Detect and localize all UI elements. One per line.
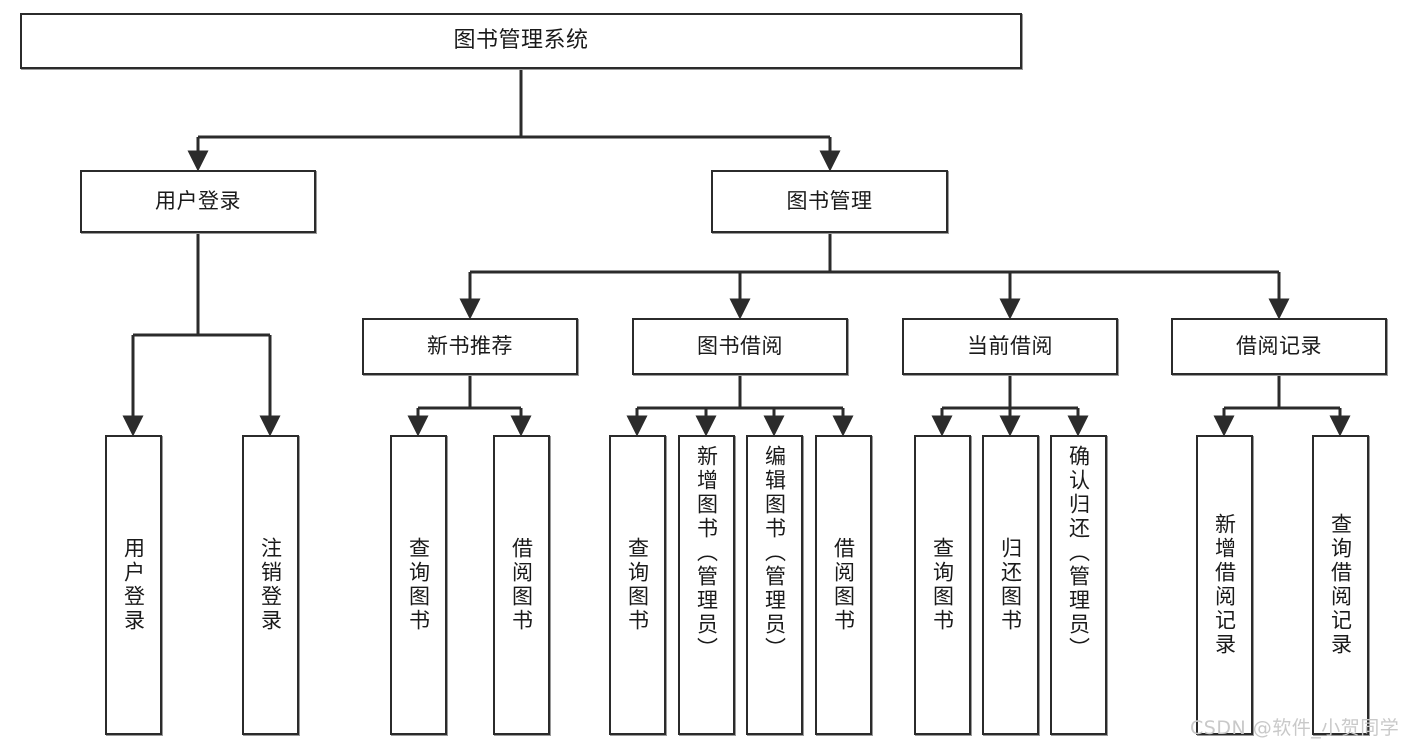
node-label: 借阅图书 xyxy=(509,537,534,633)
leaf-record-add-borrow-record[interactable]: 新增借阅记录 xyxy=(1196,435,1253,735)
leaf-current-return-book[interactable]: 归还图书 xyxy=(982,435,1039,735)
leaf-current-query-book[interactable]: 查询图书 xyxy=(914,435,971,735)
leaf-borrow-add-book-admin[interactable]: 新增图书（管理员） xyxy=(678,435,735,735)
node-label: 查询图书 xyxy=(930,537,955,633)
node-label: 图书管理系统 xyxy=(453,28,589,54)
node-label: 借阅记录 xyxy=(1236,334,1322,359)
leaf-recommend-query-book[interactable]: 查询图书 xyxy=(390,435,447,735)
node-label: 新增图书（管理员） xyxy=(694,445,719,661)
leaf-current-confirm-return-admin[interactable]: 确认归还（管理员） xyxy=(1050,435,1107,735)
node-label: 查询图书 xyxy=(625,537,650,633)
node-label: 确认归还（管理员） xyxy=(1066,445,1091,661)
node-label: 归还图书 xyxy=(998,537,1023,633)
node-book-borrow[interactable]: 图书借阅 xyxy=(632,318,848,375)
node-label: 注销登录 xyxy=(258,537,283,633)
leaf-borrow-edit-book-admin[interactable]: 编辑图书（管理员） xyxy=(746,435,803,735)
csdn-watermark: CSDN @软件_小贺同学 xyxy=(1190,717,1400,739)
leaf-recommend-borrow-book[interactable]: 借阅图书 xyxy=(493,435,550,735)
leaf-user-login[interactable]: 用户登录 xyxy=(105,435,162,735)
node-label: 图书管理 xyxy=(786,189,873,214)
node-current-borrow[interactable]: 当前借阅 xyxy=(902,318,1118,375)
leaf-record-query-borrow-record[interactable]: 查询借阅记录 xyxy=(1312,435,1369,735)
node-label: 当前借阅 xyxy=(967,334,1053,359)
leaf-borrow-query-book[interactable]: 查询图书 xyxy=(609,435,666,735)
node-label: 图书借阅 xyxy=(697,334,783,359)
node-label: 用户登录 xyxy=(121,537,146,633)
node-label: 新增借阅记录 xyxy=(1212,513,1237,657)
leaf-borrow-lend-book[interactable]: 借阅图书 xyxy=(815,435,872,735)
node-label: 新书推荐 xyxy=(427,334,513,359)
node-root-book-management-system[interactable]: 图书管理系统 xyxy=(20,13,1022,69)
leaf-user-logout[interactable]: 注销登录 xyxy=(242,435,299,735)
node-user-login[interactable]: 用户登录 xyxy=(80,170,316,233)
node-label: 查询借阅记录 xyxy=(1328,513,1353,657)
node-label: 借阅图书 xyxy=(831,537,856,633)
node-label: 用户登录 xyxy=(155,189,241,214)
node-label: 查询图书 xyxy=(406,537,431,633)
node-new-book-recommend[interactable]: 新书推荐 xyxy=(362,318,578,375)
node-label: 编辑图书（管理员） xyxy=(762,445,787,661)
node-book-manage[interactable]: 图书管理 xyxy=(711,170,948,233)
node-borrow-record[interactable]: 借阅记录 xyxy=(1171,318,1387,375)
